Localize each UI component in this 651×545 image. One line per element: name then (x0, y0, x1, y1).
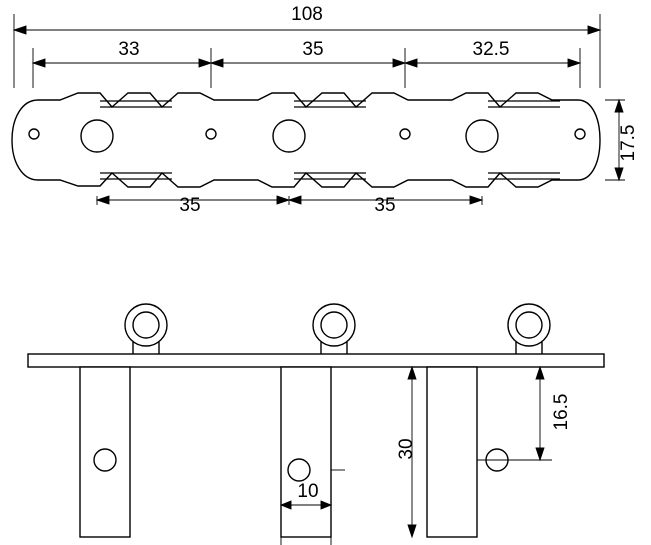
dim-line-post-height (407, 365, 417, 539)
dim-line-overall-length (12, 25, 602, 35)
post-stem-1 (132, 342, 160, 355)
post-ring-2-inner (320, 311, 348, 339)
post-hole-1 (80, 119, 114, 153)
dim-label-spacing-1: 35 (179, 195, 200, 216)
dim-line-spacing (95, 195, 484, 205)
dim-line-height (614, 98, 624, 182)
dim-label-spacing-2: 35 (374, 195, 395, 216)
screw-hole-2 (205, 128, 217, 140)
plate-outline (11, 92, 601, 188)
front-view-group (27, 303, 605, 545)
tab-hole-2 (287, 458, 311, 482)
screw-hole-1 (28, 128, 40, 140)
post-ring-3-inner (515, 311, 543, 339)
base-plate (27, 353, 605, 368)
dim-label-height: 17.5 (618, 125, 639, 162)
mount-tab-3 (426, 366, 478, 538)
dim-line-segments (31, 58, 582, 68)
post-stem-2 (320, 342, 348, 355)
screw-hole-4 (574, 128, 586, 140)
dim-label-segment-3: 32.5 (473, 39, 510, 60)
extension-lines-top (13, 14, 625, 205)
dim-label-post-height: 30 (396, 438, 417, 459)
dim-label-segment-1: 33 (118, 39, 139, 60)
dim-label-tab-width: 10 (297, 481, 318, 502)
post-stem-3 (515, 342, 543, 355)
mount-tab-2 (280, 366, 332, 538)
dim-label-plate-offset: 16.5 (551, 394, 572, 431)
post-hole-3 (465, 119, 499, 153)
dim-label-segment-2: 35 (302, 39, 323, 60)
dim-line-plate-offset (535, 365, 545, 462)
extension-lines-front (280, 366, 552, 545)
dim-label-overall-length: 108 (291, 4, 323, 25)
post-ring-1-inner (132, 311, 160, 339)
tab-hole-1 (93, 448, 117, 472)
screw-hole-3 (399, 128, 411, 140)
post-hole-2 (272, 119, 306, 153)
top-view-group (11, 14, 625, 205)
dim-line-tab-width (279, 500, 333, 510)
